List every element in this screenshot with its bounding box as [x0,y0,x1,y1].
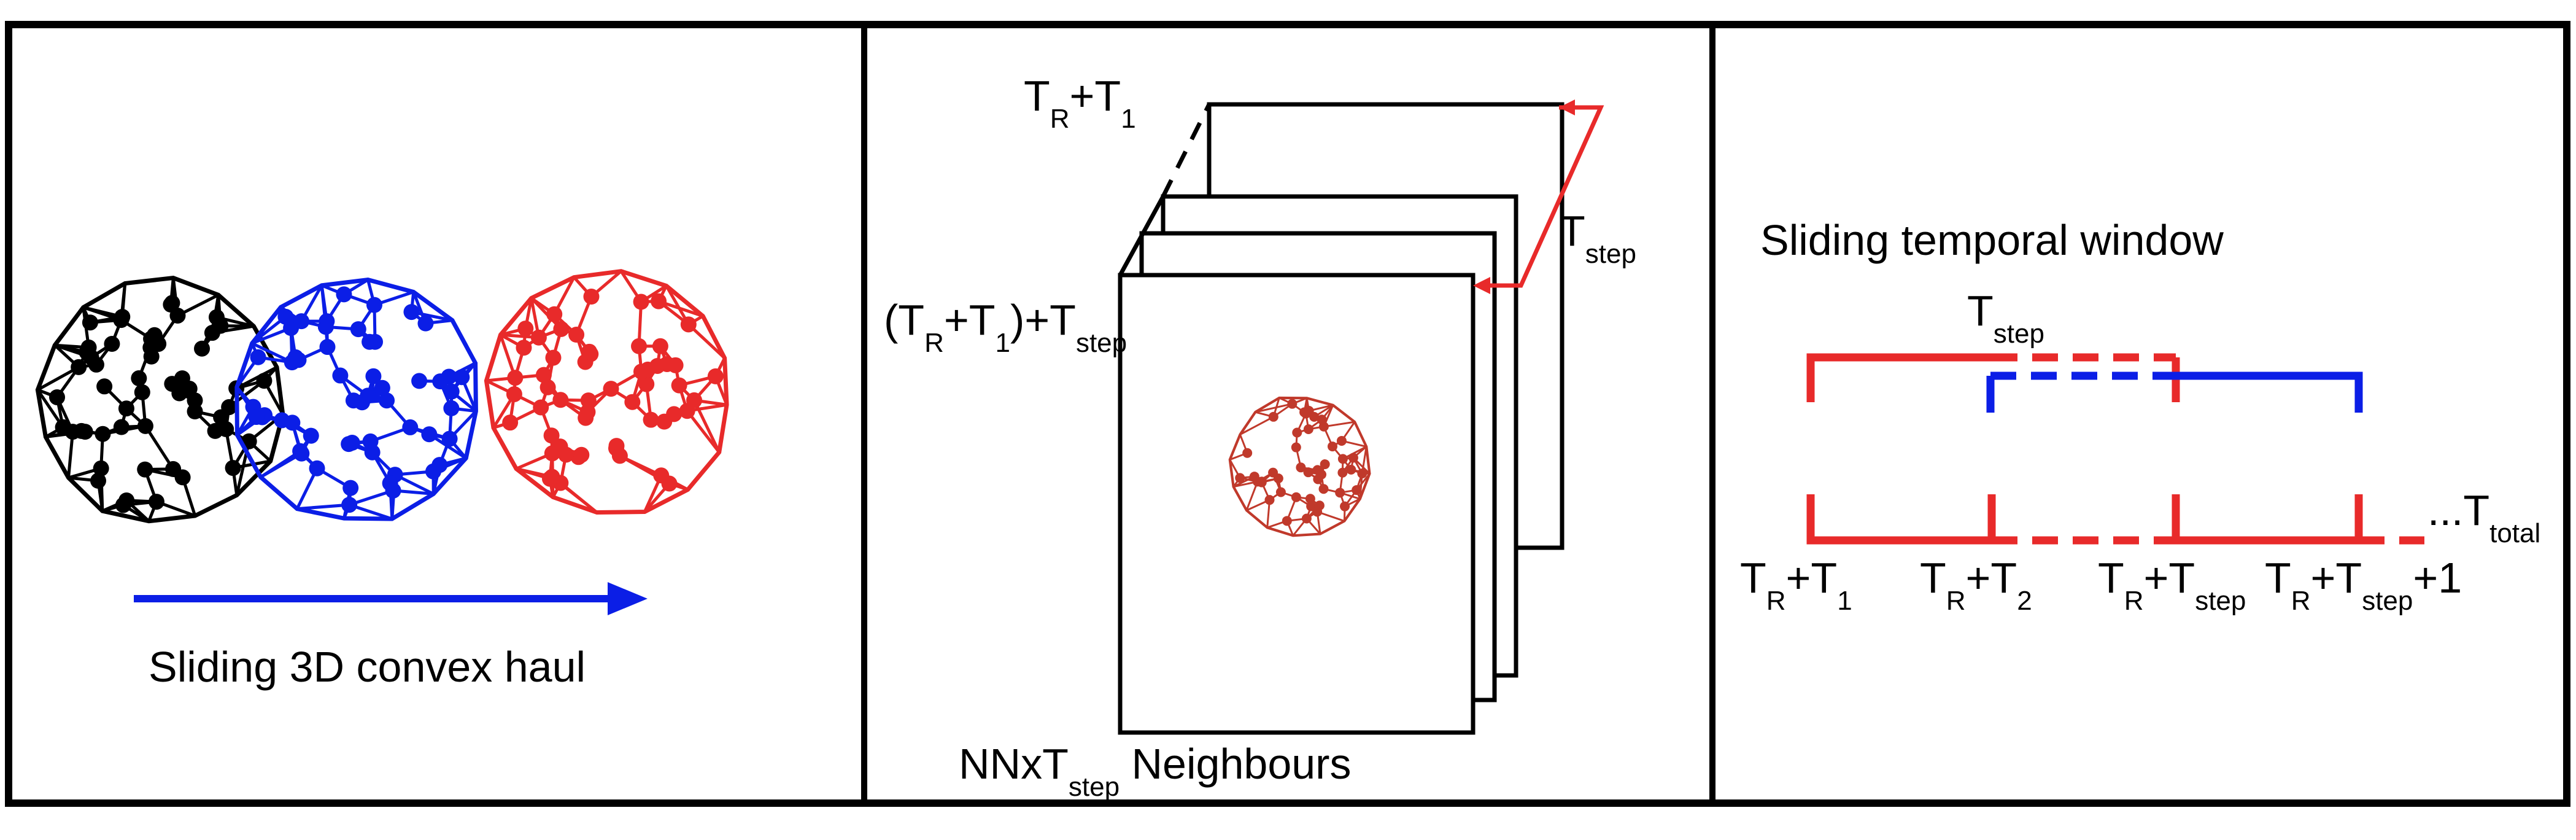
window-red-bottom [1806,494,2424,545]
figure-frame [5,21,2570,807]
stack-edge-dash [1161,103,1212,198]
tick-label-1: TR+T1 [1740,554,1852,616]
page-1 [1118,273,1476,735]
panel-right: Sliding temporal window Tstep ...Ttotal … [1740,216,2540,616]
stack-edge-top [1118,195,1166,276]
right-title: Sliding temporal window [1760,216,2224,264]
hull-small-red [1228,396,1371,537]
label-neighbours: NNxTstep Neighbours [959,740,1352,802]
hull-black [35,276,285,524]
tick-label-2: TR+T2 [1920,554,2032,616]
label-tr-t1-plus-tstep: (TR+T1)+Tstep [884,296,1127,358]
label-ttotal: ...Ttotal [2427,486,2540,548]
sliding-arrow [134,582,648,615]
panel-left: Sliding 3D convex haul [35,269,729,691]
window-blue-top [1986,371,2363,413]
tstep-arrow [1473,99,1604,294]
left-caption: Sliding 3D convex haul [149,643,586,691]
hull-blue [234,278,478,521]
hull-red [484,269,729,515]
label-tr-t1: TR+T1 [1024,72,1136,134]
label-tstep-right: Tstep [1967,287,2044,349]
tick-label-3: TR+Tstep [2098,554,2246,616]
label-tstep-middle: Tstep [1559,207,1636,269]
panel-middle: TR+T1 (TR+T1)+Tstep Tstep NNxTstep Neigh… [884,72,1636,802]
tick-label-4: TR+Tstep+1 [2265,554,2462,616]
